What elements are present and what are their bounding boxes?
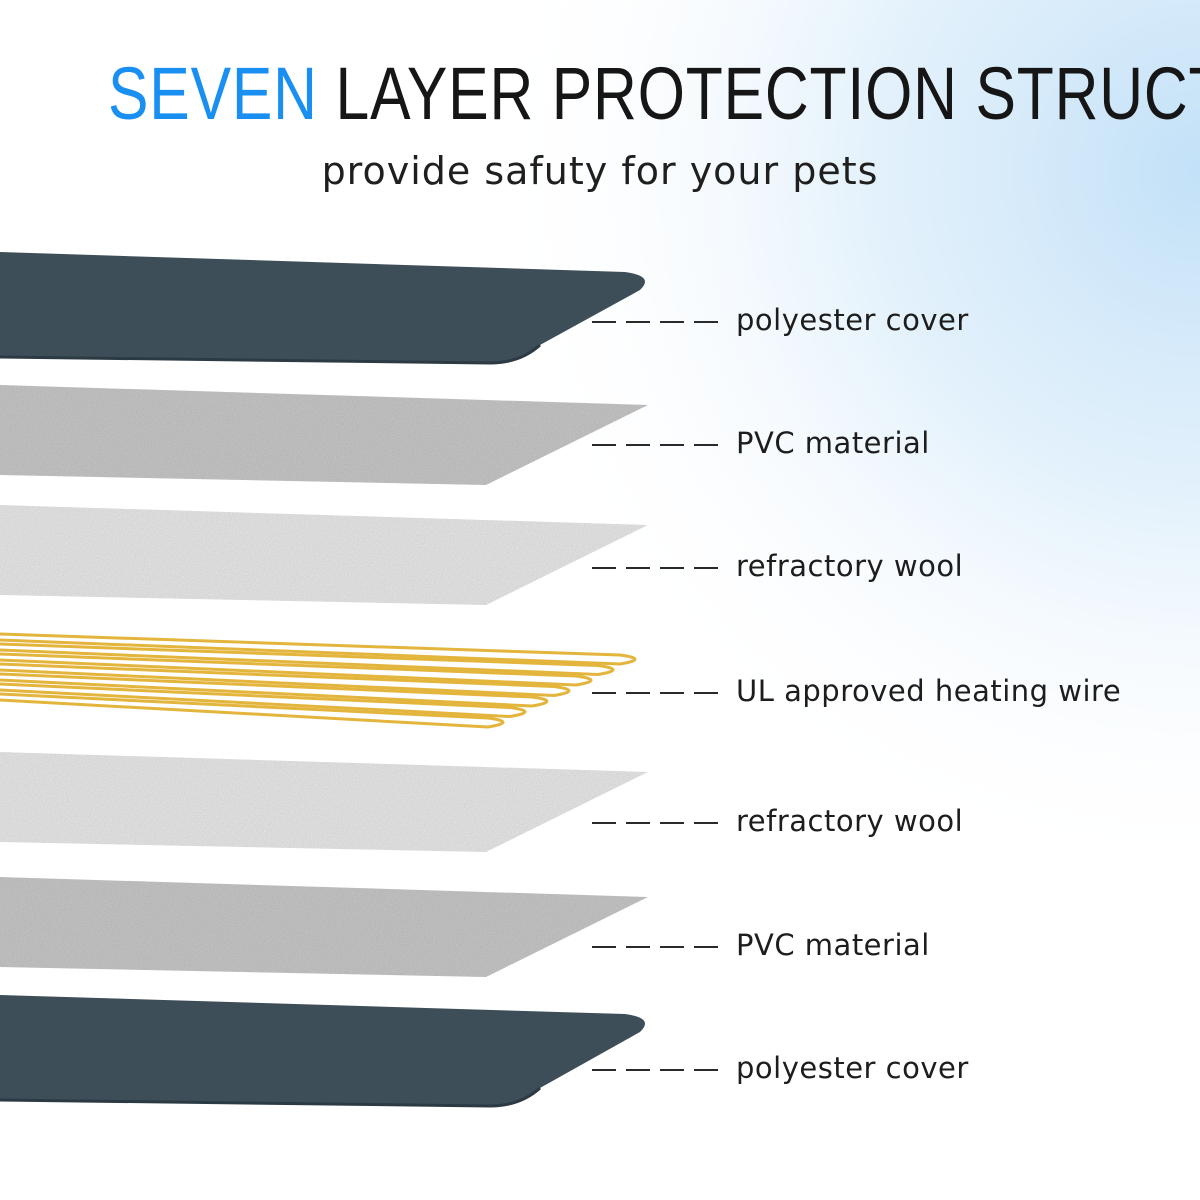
layer-label-4: UL approved heating wire [736, 674, 1122, 708]
page-subtitle: provide safuty for your pets [321, 149, 879, 193]
title-main-text: LAYER PROTECTION STRUCTURE [335, 52, 1200, 135]
heating-wire-layer [0, 632, 637, 729]
pvc-material-layer [0, 877, 648, 977]
cover-edge [0, 343, 542, 365]
polyester-cover-layer [0, 995, 645, 1106]
heating-wire-strand [0, 672, 549, 708]
heating-wire-strand [0, 632, 637, 666]
layer-label-6: PVC material [736, 928, 930, 962]
layer-label-1: polyester cover [736, 303, 969, 337]
heating-wire-strand [0, 662, 571, 698]
heating-wire-strand [0, 682, 527, 719]
layer-label-7: polyester cover [736, 1051, 969, 1085]
pvc-material-layer [0, 385, 648, 485]
heating-wire-strand [0, 692, 505, 729]
layer-label-2: PVC material [736, 426, 930, 460]
cover-edge [0, 1086, 542, 1108]
heating-wire-strand [0, 652, 593, 687]
refractory-wool-layer [0, 752, 648, 852]
heating-wire-strand [0, 642, 615, 677]
page-title: SEVEN LAYER PROTECTION STRUCTURE [108, 52, 1200, 136]
layer-label-3: refractory wool [736, 549, 964, 583]
layer-label-5: refractory wool [736, 804, 964, 838]
polyester-cover-layer [0, 252, 645, 363]
title-accent-word: SEVEN [108, 52, 318, 135]
refractory-wool-layer [0, 505, 648, 605]
